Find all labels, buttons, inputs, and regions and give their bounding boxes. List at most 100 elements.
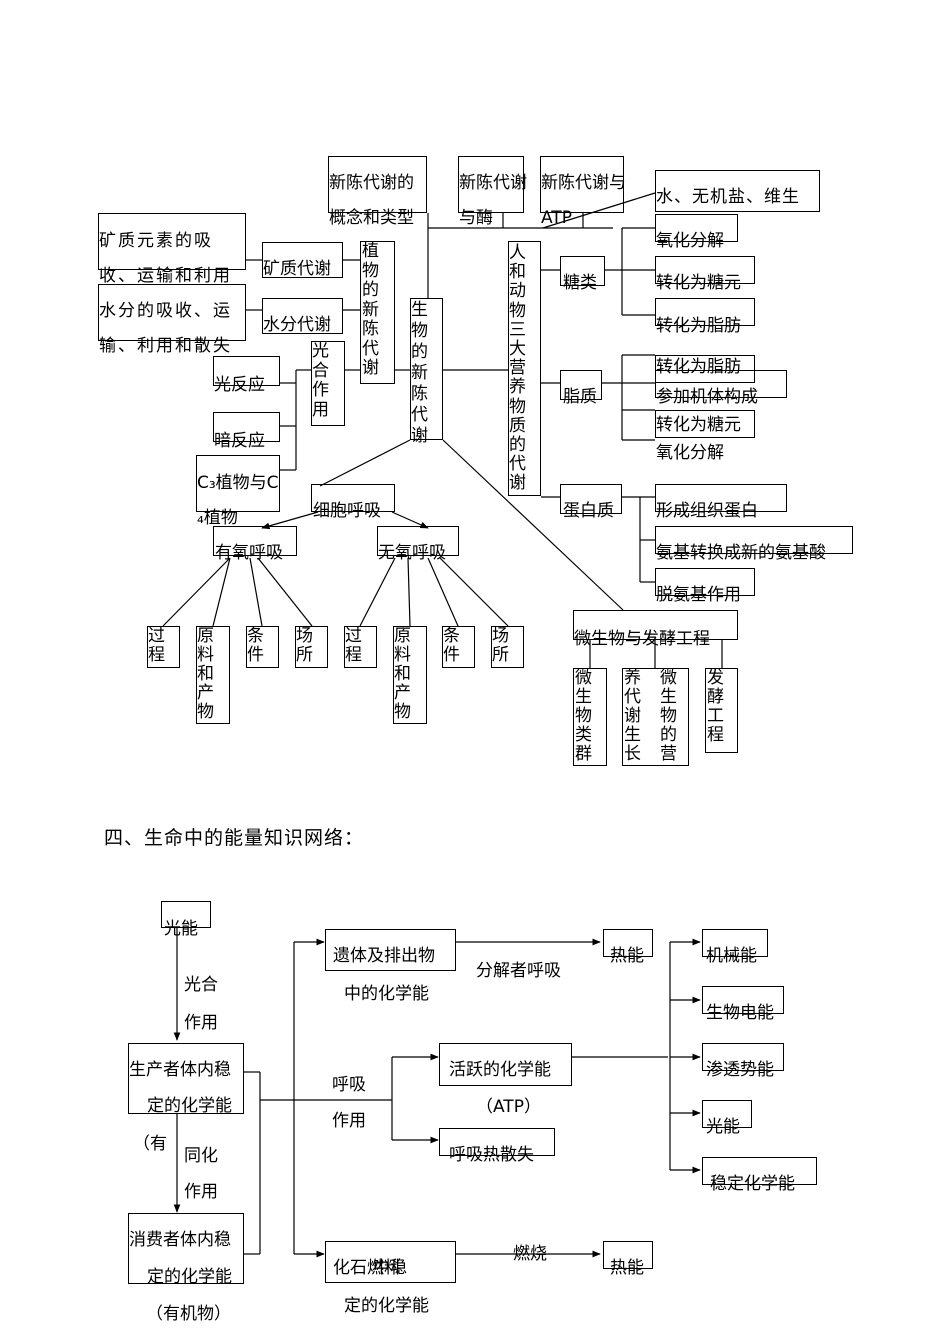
heat-top-label: 热能 [610,946,644,966]
microbe-nutrition-label: 微生物的营养代谢生长 [622,669,623,670]
stable-chemical-label: 稳定化学能 [710,1174,795,1194]
stable-chemical-box [702,1157,817,1185]
metab-atp-box [540,156,624,213]
protein-deamination-box [655,568,755,596]
fossil-fuel-overprint: 中稳 [373,1258,407,1278]
consumer-energy-box [128,1213,244,1284]
dark-reaction-box [213,412,280,442]
protein-transamination-box [655,526,853,554]
osmotic-energy-label: 渗透势能 [706,1060,774,1080]
protein-tissue-box [655,484,787,512]
aerobic-label: 有氧呼吸 [215,543,283,563]
light-output-label: 光能 [706,1117,740,1137]
respiration-label-1: 呼吸 [332,1075,366,1095]
light-energy-label: 光能 [164,919,198,939]
bio-metabolism-box [410,298,443,440]
fossil-fuel-label-2: 定的化学能 [344,1296,429,1316]
assimilation-label-1: 同化 [184,1146,218,1166]
consumer-energy-label-1: 消费者体内稳 [129,1230,231,1250]
mechanical-energy-label: 机械能 [706,946,757,966]
sugar-oxidation-box [655,214,738,242]
microbe-groups-box [573,668,607,766]
aerobic-box [213,526,297,556]
respiration-heat-box [439,1128,555,1156]
heat-bottom-label: 热能 [610,1258,644,1278]
fat-label: 脂质 [563,387,597,407]
protein-box [560,484,622,514]
cell-respiration-label: 细胞呼吸 [313,501,381,521]
active-chemical-label: 活跃的化学能 [449,1060,551,1080]
anaerobic-site-box [491,626,524,668]
aerobic-process-label: 过程 [148,626,165,665]
anaerobic-materials-label: 原料和产物 [394,626,411,722]
fossil-fuel-box [325,1241,456,1283]
mineral-metabolism-box [262,242,343,278]
water-mineral-vitamin-box [655,170,820,212]
water-metabolism-box [262,298,343,334]
remains-energy-box [325,929,456,971]
water-mineral-vitamin-label: 水、无机盐、维生 [656,187,800,207]
fat-to-fat-box [655,355,755,383]
bioelectric-energy-label: 生物电能 [706,1003,774,1023]
sugar-to-glycogen-box [655,256,755,284]
human-animal-metabolism-label: 人和动物三大营养物质的代谢 [509,243,526,494]
anaerobic-conditions-label: 条件 [443,626,460,665]
burning-label: 燃烧 [513,1244,547,1264]
fat-body-build-box [655,370,787,398]
active-chemical-box [439,1043,572,1086]
fat-oxidation-label: 氧化分解 [656,443,724,463]
heat-bottom-box [603,1241,653,1269]
microbe-fermentation-box [573,610,738,640]
fat-box [560,370,602,400]
sugar-label: 糖类 [563,273,597,293]
respiration-heat-label: 呼吸热散失 [449,1145,534,1165]
human-animal-metabolism-box [508,241,541,496]
c3-c4-label: C₃植物与C₄植物 [197,473,279,528]
anaerobic-process-label: 过程 [345,626,362,665]
sugar-to-fat-box [655,298,755,326]
anaerobic-site-label: 场所 [492,626,509,665]
mineral-absorption-box [98,213,246,270]
protein-deamination-label: 脱氨基作用 [656,585,741,605]
aerobic-site-label: 场所 [296,626,313,665]
anaerobic-process-box [344,626,377,668]
microbe-nutrition-col1: 养 代 谢 生 长 [624,668,641,764]
anaerobic-box [377,526,459,556]
metab-enzyme-box [458,156,524,213]
organic-matter-label: （有机物） [146,1304,231,1324]
consumer-energy-label-2: 定的化学能 [147,1267,232,1287]
anaerobic-conditions-box [442,626,475,668]
organic-paren-label: （有 [133,1134,167,1154]
fossil-fuel-label-1: 化石燃料 [333,1258,401,1278]
respiration-label-2: 作用 [332,1111,366,1131]
bioelectric-energy-box [702,986,784,1014]
sugar-box [560,256,605,286]
c3-c4-box [196,455,280,512]
fermentation-engineering-box [705,668,738,753]
remains-energy-label-1: 遗体及排出物 [333,946,435,966]
fat-to-glycogen-label: 转化为糖元 [656,415,741,435]
sugar-to-fat-label: 转化为脂肪 [656,316,741,336]
section-heading: 四、生命中的能量知识网络： [104,827,365,849]
aerobic-conditions-box [246,626,279,668]
sugar-to-glycogen-label: 转化为糖元 [656,273,741,293]
producer-energy-label-1: 生产者体内稳 [129,1060,231,1080]
plant-metabolism-label: 植物的新陈代谢 [362,241,379,378]
microbe-nutrition-box [622,668,689,766]
aerobic-conditions-label: 条件 [247,626,264,665]
anaerobic-materials-box [393,626,427,724]
bio-metabolism-label: 生物的新陈代谢 [411,300,428,446]
mechanical-energy-box [702,929,768,957]
assimilation-label-2: 作用 [184,1182,218,1202]
protein-label: 蛋白质 [563,501,614,521]
light-reaction-box [213,356,280,386]
protein-tissue-label: 形成组织蛋白 [656,501,758,521]
metab-enzyme-label: 新陈代谢与酶 [459,173,527,228]
concept-types-box [328,156,427,213]
dark-reaction-label: 暗反应 [214,431,265,451]
producer-energy-label-2: 定的化学能 [147,1096,232,1116]
decomposer-respiration-label: 分解者呼吸 [476,961,561,981]
mineral-metabolism-label: 矿质代谢 [263,259,331,279]
water-absorption-box [98,284,246,341]
photosynthesis-label: 光合作用 [312,341,329,420]
